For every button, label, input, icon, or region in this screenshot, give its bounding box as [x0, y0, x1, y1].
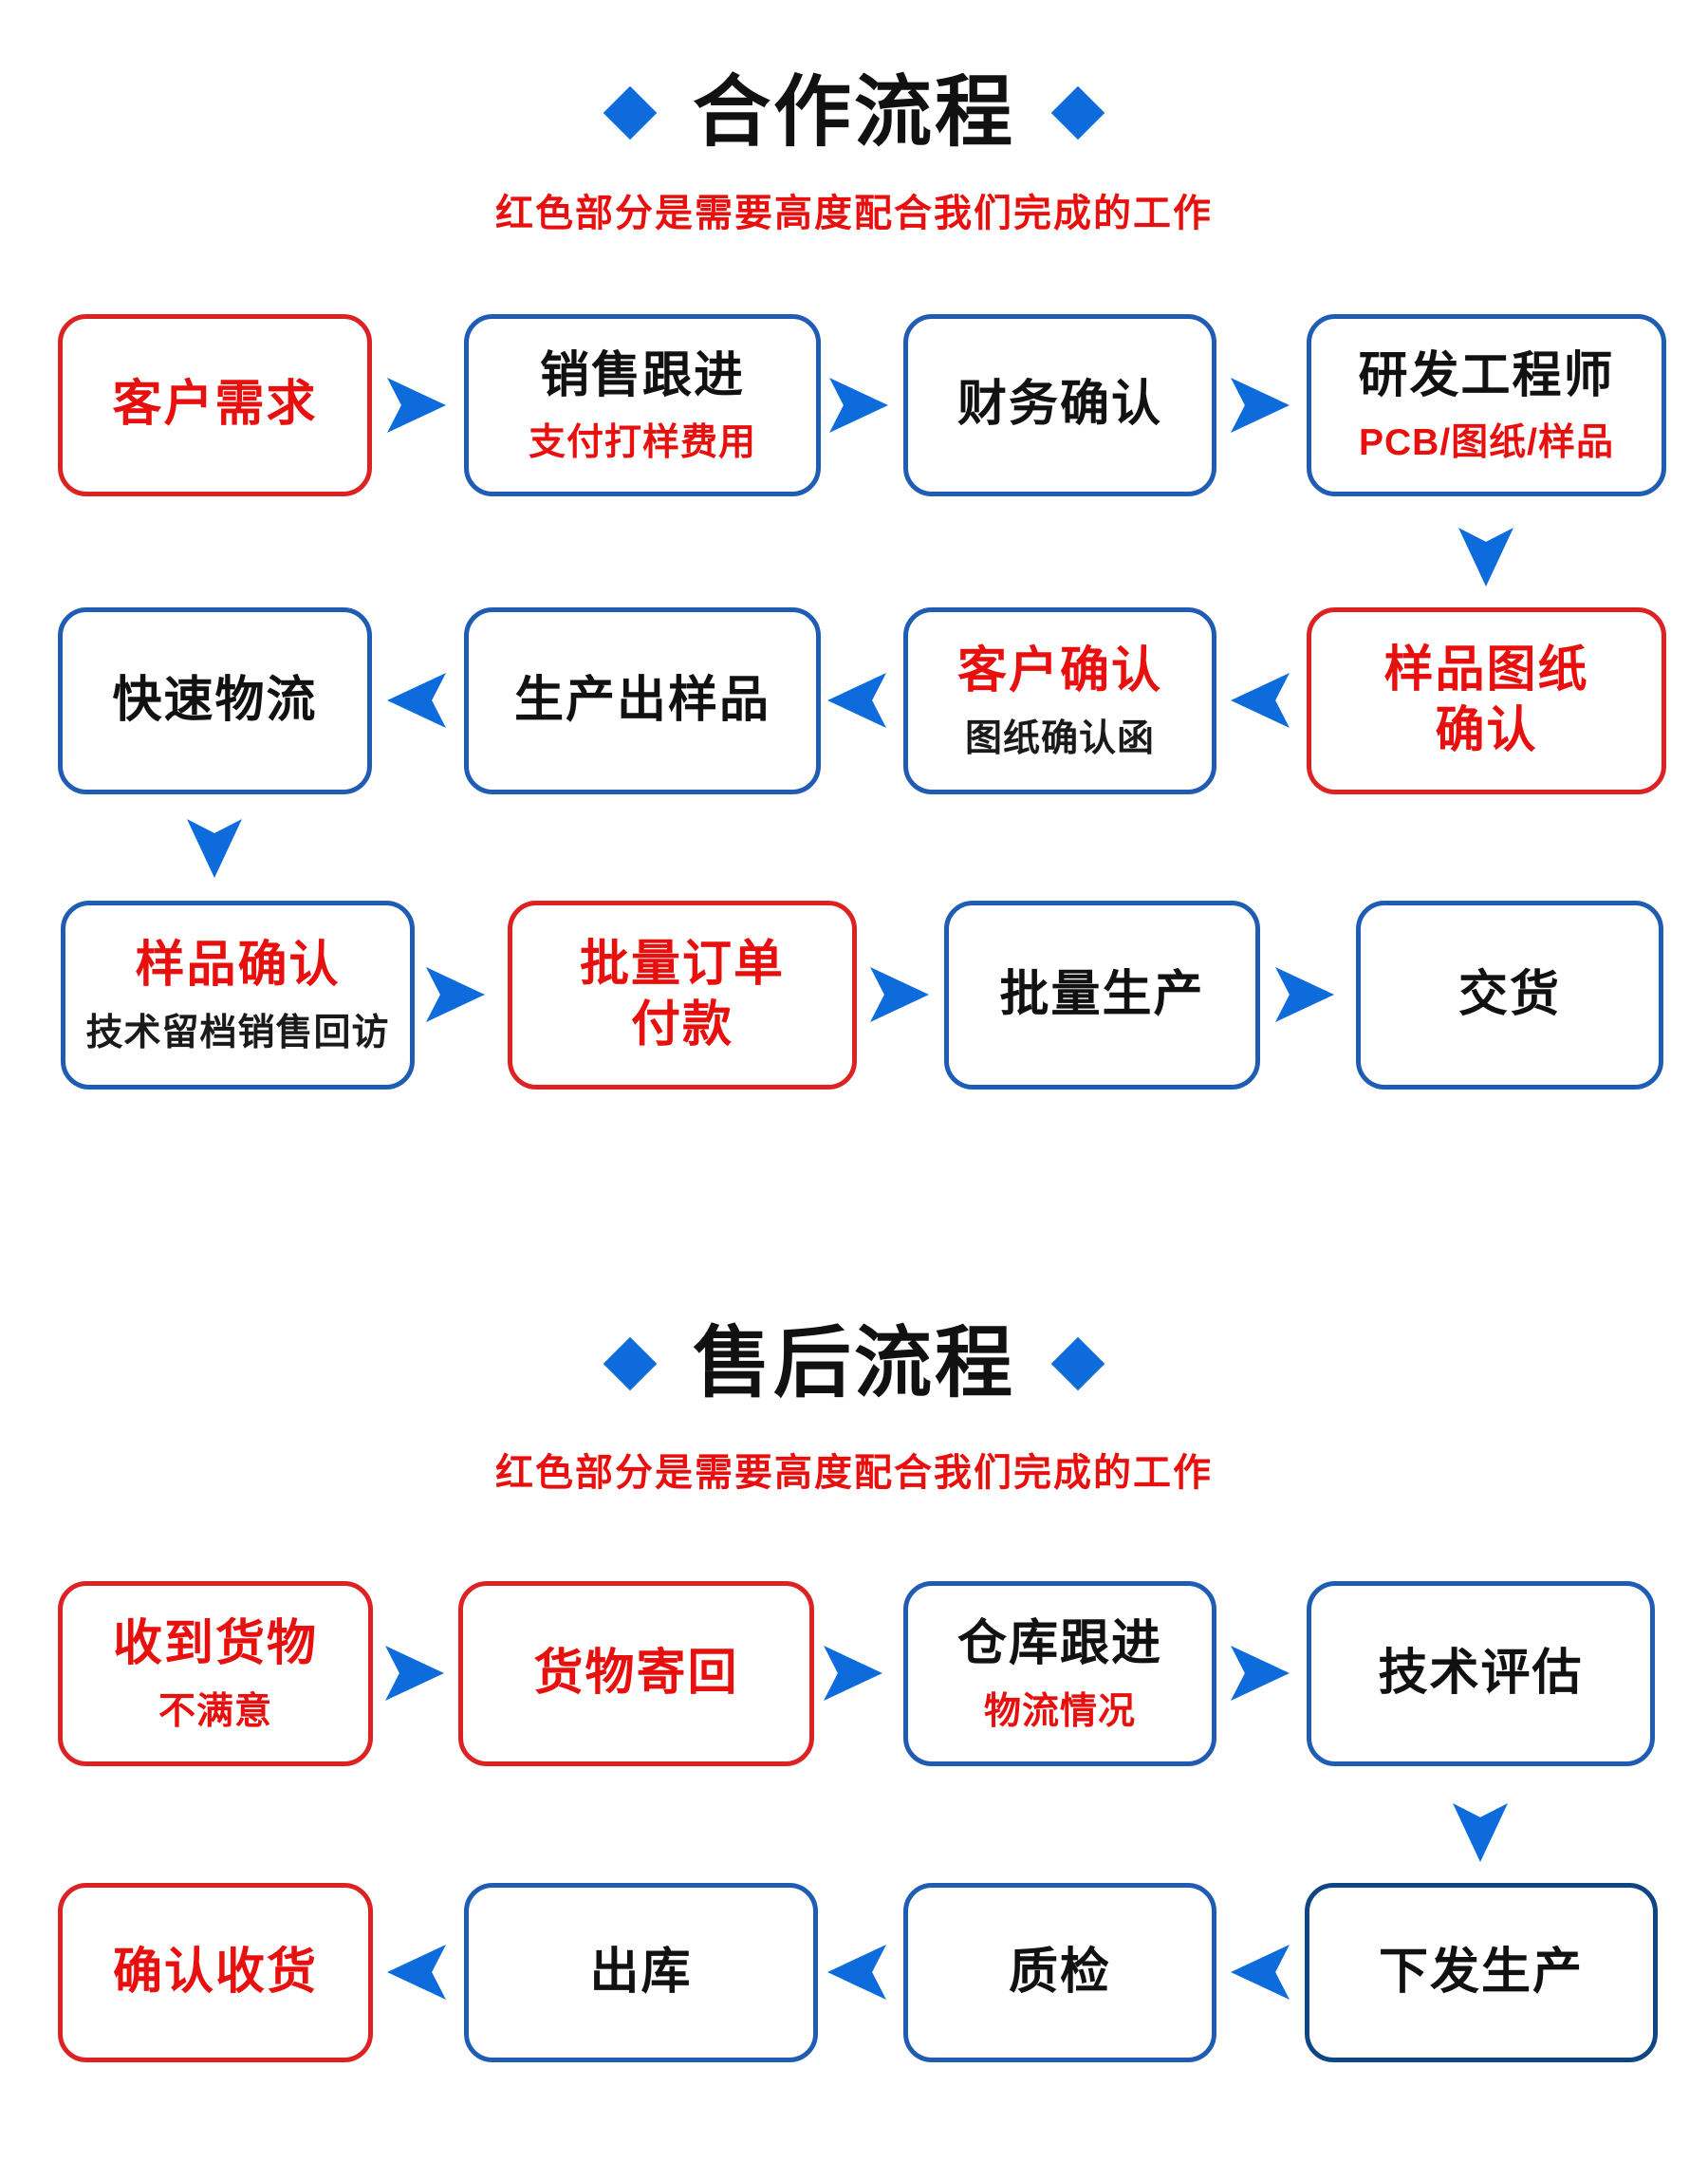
step-title: 仓库跟进 — [956, 1616, 1162, 1672]
step-customer-confirm: 客户确认 图纸确认函 — [903, 607, 1216, 794]
step-bulk-production: 批量生产 — [944, 901, 1260, 1090]
step-title: 研发工程师 — [1358, 347, 1615, 403]
step-subtitle: 图纸确认函 — [964, 717, 1155, 759]
step-title: 确认收货 — [112, 1944, 318, 2000]
step-title: 快速物流 — [112, 672, 318, 728]
arrow-down-icon — [1458, 528, 1513, 587]
arrow-right-icon — [829, 378, 888, 433]
step-tech-evaluate: 技术评估 — [1307, 1581, 1655, 1766]
arrow-left-icon — [387, 673, 446, 728]
step-title: 技术评估 — [1378, 1645, 1584, 1701]
diamond-icon — [1050, 1336, 1105, 1391]
arrow-left-icon — [827, 1945, 886, 2000]
section-title-aftersales: 售后流程 — [0, 1325, 1708, 1403]
step-confirm-receipt: 确认收货 — [58, 1883, 373, 2062]
step-issue-production: 下发生产 — [1305, 1883, 1658, 2062]
arrow-right-icon — [824, 1646, 882, 1701]
step-title: 样品图纸 确认 — [1383, 643, 1589, 758]
step-subtitle: 技术留档销售回访 — [85, 1012, 390, 1053]
step-title: 财务确认 — [956, 377, 1162, 433]
step-delivery: 交货 — [1356, 901, 1663, 1090]
step-subtitle: PCB/图纸/样品 — [1358, 422, 1614, 464]
step-finance-confirm: 财务确认 — [903, 314, 1216, 496]
arrow-left-icon — [1231, 673, 1290, 728]
diamond-icon — [1050, 85, 1105, 140]
step-title: 样品确认 — [135, 938, 341, 994]
diamond-icon — [603, 1336, 658, 1391]
step-title: 收到货物 — [112, 1616, 318, 1672]
step-title: 销售跟进 — [539, 347, 745, 403]
step-receive-goods: 收到货物 不满意 — [58, 1581, 373, 1766]
section-subtitle: 红色部分是需要高度配合我们完成的工作 — [495, 1452, 1213, 1494]
step-subtitle: 不满意 — [158, 1690, 272, 1732]
step-outbound: 出库 — [464, 1883, 818, 2062]
step-title: 质检 — [1008, 1944, 1111, 2000]
arrow-right-icon — [426, 967, 485, 1022]
step-title: 客户确认 — [956, 643, 1162, 699]
arrow-down-icon — [187, 819, 242, 878]
step-bulk-order-payment: 批量订单 付款 — [508, 901, 857, 1090]
arrow-right-icon — [1275, 967, 1334, 1022]
step-rd-engineer: 研发工程师 PCB/图纸/样品 — [1307, 314, 1666, 496]
section-title-text: 售后流程 — [692, 1320, 1015, 1407]
step-title: 下发生产 — [1378, 1944, 1584, 2000]
step-title: 批量订单 付款 — [579, 937, 785, 1053]
diamond-icon — [603, 85, 658, 140]
arrow-right-icon — [387, 378, 446, 433]
step-fast-logistics: 快速物流 — [58, 607, 372, 794]
step-warehouse-follow-up: 仓库跟进 物流情况 — [903, 1581, 1216, 1766]
step-title: 货物寄回 — [533, 1645, 739, 1701]
step-title: 交货 — [1457, 966, 1561, 1022]
arrow-right-icon — [1231, 1646, 1290, 1701]
step-title: 客户需求 — [112, 377, 318, 433]
section-title-cooperation: 合作流程 — [0, 74, 1708, 152]
step-return-goods: 货物寄回 — [458, 1581, 814, 1766]
step-title: 生产出样品 — [513, 672, 770, 728]
step-title: 批量生产 — [999, 966, 1205, 1022]
step-sample-drawing-confirm: 样品图纸 确认 — [1307, 607, 1666, 794]
section-title-text: 合作流程 — [692, 69, 1015, 156]
arrow-left-icon — [387, 1945, 446, 2000]
arrow-right-icon — [1231, 378, 1290, 433]
arrow-left-icon — [1231, 1945, 1290, 2000]
step-sample-confirm: 样品确认 技术留档销售回访 — [61, 901, 415, 1090]
step-subtitle: 物流情况 — [983, 1690, 1136, 1732]
step-subtitle: 支付打样费用 — [528, 422, 756, 464]
step-produce-sample: 生产出样品 — [464, 607, 821, 794]
arrow-left-icon — [827, 673, 886, 728]
step-customer-demand: 客户需求 — [58, 314, 372, 496]
arrow-right-icon — [385, 1646, 444, 1701]
arrow-right-icon — [870, 967, 929, 1022]
step-quality-check: 质检 — [903, 1883, 1216, 2062]
step-title: 出库 — [589, 1944, 693, 2000]
arrow-down-icon — [1453, 1803, 1508, 1862]
section-subtitle: 红色部分是需要高度配合我们完成的工作 — [495, 193, 1213, 234]
step-sales-follow-up: 销售跟进 支付打样费用 — [464, 314, 821, 496]
